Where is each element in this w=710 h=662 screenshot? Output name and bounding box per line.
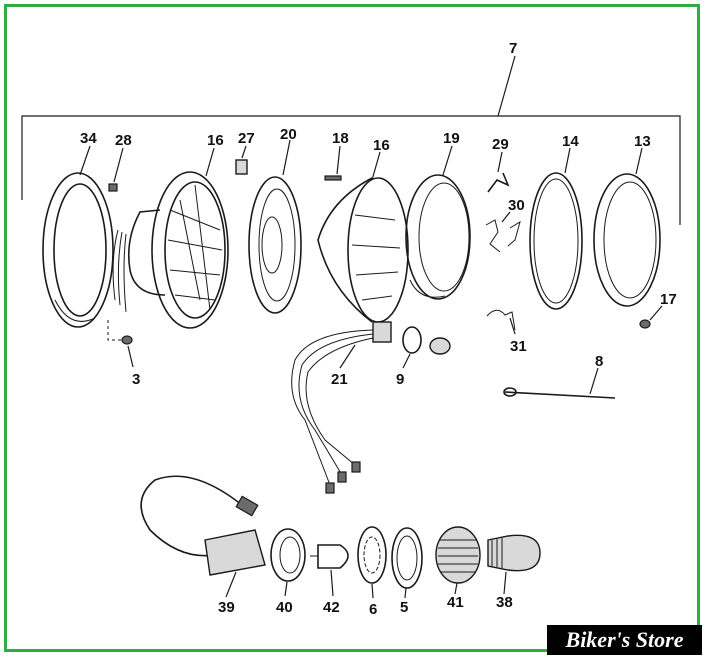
callout-3: 3 (132, 371, 140, 388)
callout-20: 20 (280, 126, 297, 143)
callout-18: 18 (332, 130, 349, 147)
part-9-bulb-socket (402, 326, 451, 369)
callout-40: 40 (276, 599, 293, 616)
part-31-wire (486, 309, 516, 335)
callout-27: 27 (238, 130, 255, 147)
callout-41: 41 (447, 594, 464, 611)
callout-7: 7 (509, 40, 517, 57)
part-39-cable-switch (140, 475, 266, 598)
callout-31: 31 (510, 338, 527, 355)
part-21-wiring-harness (291, 321, 392, 494)
callout-9: 9 (396, 371, 404, 388)
callout-16b: 16 (373, 137, 390, 154)
part-3-screw (107, 320, 134, 368)
callout-28: 28 (115, 132, 132, 149)
part-30-spring (485, 211, 521, 253)
callout-29: 29 (492, 136, 509, 153)
callout-21: 21 (331, 371, 348, 388)
part-20-mounting-ring (248, 139, 302, 314)
callout-39: 39 (218, 599, 235, 616)
part-17-screw (639, 305, 663, 329)
part-19-door-ring (405, 145, 471, 300)
callout-labels: 7 34 28 16 27 20 18 16 19 29 14 13 30 17… (80, 40, 677, 618)
part-5-washer (391, 527, 423, 599)
part-18-screw (324, 145, 342, 181)
part-42-bulb (310, 544, 349, 597)
callout-34: 34 (80, 130, 97, 147)
biker-store-logo: Biker's Store (547, 625, 702, 655)
callout-17: 17 (660, 291, 677, 308)
part-8-bar (503, 367, 616, 399)
part-14-gasket (529, 147, 583, 310)
callout-5: 5 (400, 599, 408, 616)
part-6-lock-washer (357, 526, 387, 599)
callout-42: 42 (323, 599, 340, 616)
part-38-lens-cap (487, 534, 541, 595)
callout-38: 38 (496, 594, 513, 611)
callout-16a: 16 (207, 132, 224, 149)
callout-30: 30 (508, 197, 525, 214)
part-28-screw (108, 147, 124, 192)
part-34-trim-ring (42, 145, 114, 328)
callout-6: 6 (369, 601, 377, 618)
part-13-retaining-ring (593, 147, 661, 307)
callout-14: 14 (562, 133, 579, 150)
part-16-headlamp-shell (112, 147, 229, 329)
part-29-clip (487, 151, 510, 193)
callout-8: 8 (595, 353, 603, 370)
assembly-bracket (21, 55, 681, 225)
page-frame (4, 4, 700, 652)
part-41-threaded-socket (435, 526, 481, 595)
part-27-clip (235, 145, 248, 175)
callout-13: 13 (634, 133, 651, 150)
callout-19: 19 (443, 130, 460, 147)
part-40-nut (270, 528, 306, 597)
